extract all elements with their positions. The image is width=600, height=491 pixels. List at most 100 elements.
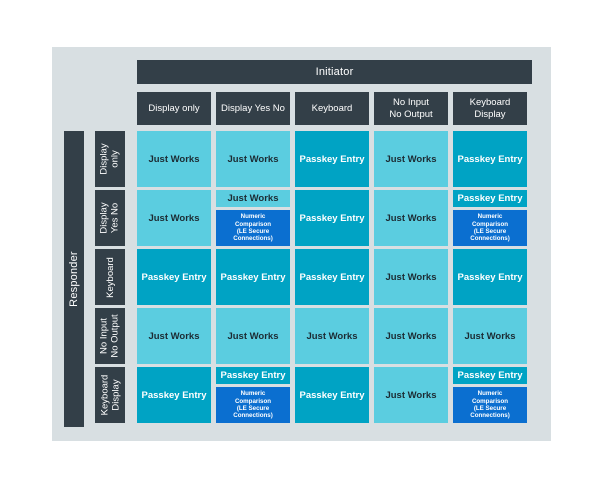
pairing-method-label: Just Works — [385, 271, 437, 283]
column-header-keyboard: Keyboard — [295, 92, 369, 125]
matrix-cell-display-only--keyboard-display: Passkey Entry — [453, 131, 527, 187]
pairing-method-label: Passkey Entry — [457, 153, 523, 165]
pairing-method-passkey-entry: Passkey Entry — [453, 367, 527, 384]
matrix-cell-display-only--keyboard: Passkey Entry — [295, 131, 369, 187]
pairing-method-passkey-entry: Passkey Entry — [295, 367, 369, 423]
pairing-method-passkey-entry: Passkey Entry — [453, 190, 527, 207]
column-header-display-yes-no: Display Yes No — [216, 92, 290, 125]
row-header-label: Keyboard — [104, 256, 116, 298]
pairing-method-label: Passkey Entry — [299, 271, 365, 283]
pairing-method-label: Passkey Entry — [299, 153, 365, 165]
pairing-method-just-works: Just Works — [374, 367, 448, 423]
matrix-cell-keyboard--keyboard-display: Passkey Entry — [453, 249, 527, 305]
pairing-method-just-works: Just Works — [295, 308, 369, 364]
pairing-method-just-works: Just Works — [137, 131, 211, 187]
matrix-cell-no-input-no-output--keyboard-display: Just Works — [453, 308, 527, 364]
matrix-cell-no-input-no-output--display-only: Just Works — [137, 308, 211, 364]
pairing-method-label: Just Works — [385, 212, 437, 224]
pairing-method-passkey-entry: Passkey Entry — [295, 190, 369, 246]
pairing-method-just-works: Just Works — [374, 131, 448, 187]
matrix-cell-no-input-no-output--no-input-no-output: Just Works — [374, 308, 448, 364]
matrix-cell-no-input-no-output--display-yes-no: Just Works — [216, 308, 290, 364]
pairing-method-label: Passkey Entry — [457, 370, 523, 381]
matrix-cell-keyboard-display--no-input-no-output: Just Works — [374, 367, 448, 423]
pairing-method-passkey-entry: Passkey Entry — [295, 249, 369, 305]
pairing-method-label: Just Works — [385, 330, 437, 342]
pairing-method-label: Just Works — [227, 330, 279, 342]
pairing-method-just-works: Just Works — [137, 308, 211, 364]
pairing-method-label: Just Works — [227, 153, 279, 165]
matrix-cell-keyboard-display--display-only: Passkey Entry — [137, 367, 211, 423]
row-header-keyboard: Keyboard — [95, 249, 125, 305]
column-header-label: Display only — [148, 102, 200, 114]
column-header-label: Display Yes No — [221, 102, 285, 114]
column-header-label: Keyboard — [311, 102, 353, 114]
pairing-method-just-works: Just Works — [216, 308, 290, 364]
pairing-method-passkey-entry: Passkey Entry — [295, 131, 369, 187]
pairing-method-label: Passkey Entry — [141, 271, 207, 283]
pairing-method-just-works: Just Works — [374, 249, 448, 305]
pairing-method-label: Passkey Entry — [299, 212, 365, 224]
pairing-method-label: Just Works — [385, 153, 437, 165]
pairing-method-just-works: Just Works — [216, 190, 290, 207]
pairing-method-label: Passkey Entry — [457, 193, 523, 204]
matrix-cell-no-input-no-output--keyboard: Just Works — [295, 308, 369, 364]
matrix-cell-display-yes-no--no-input-no-output: Just Works — [374, 190, 448, 246]
matrix-cell-keyboard--display-only: Passkey Entry — [137, 249, 211, 305]
column-header-display-only: Display only — [137, 92, 211, 125]
matrix-cell-display-only--display-yes-no: Just Works — [216, 131, 290, 187]
pairing-method-just-works: Just Works — [137, 190, 211, 246]
pairing-method-just-works: Just Works — [374, 190, 448, 246]
matrix-cell-display-only--no-input-no-output: Just Works — [374, 131, 448, 187]
matrix-cell-keyboard--display-yes-no: Passkey Entry — [216, 249, 290, 305]
pairing-method-label: Passkey Entry — [220, 370, 286, 381]
pairing-method-label: Just Works — [148, 153, 200, 165]
responder-banner: Responder — [64, 131, 84, 427]
matrix-cell-keyboard--no-input-no-output: Just Works — [374, 249, 448, 305]
initiator-banner-label: Initiator — [315, 66, 354, 78]
pairing-method-passkey-entry: Passkey Entry — [453, 131, 527, 187]
pairing-method-passkey-entry: Passkey Entry — [216, 249, 290, 305]
pairing-method-just-works: Just Works — [453, 308, 527, 364]
pairing-method-label: Just Works — [385, 389, 437, 401]
pairing-method-label: Passkey Entry — [220, 271, 286, 283]
pairing-method-label: Just Works — [148, 212, 200, 224]
pairing-method-label: Just Works — [148, 330, 200, 342]
pairing-method-label: Just Works — [464, 330, 516, 342]
pairing-method-label: Passkey Entry — [457, 271, 523, 283]
matrix-cell-display-yes-no--keyboard: Passkey Entry — [295, 190, 369, 246]
pairing-method-label: Just Works — [306, 330, 358, 342]
matrix-cell-display-yes-no--display-only: Just Works — [137, 190, 211, 246]
pairing-method-passkey-entry: Passkey Entry — [137, 249, 211, 305]
pairing-method-passkey-entry: Passkey Entry — [137, 367, 211, 423]
pairing-method-just-works: Just Works — [374, 308, 448, 364]
matrix-cell-display-only--display-only: Just Works — [137, 131, 211, 187]
initiator-banner: Initiator — [137, 60, 532, 84]
matrix-cell-keyboard-display--keyboard: Passkey Entry — [295, 367, 369, 423]
pairing-method-passkey-entry: Passkey Entry — [216, 367, 290, 384]
pairing-method-label: Passkey Entry — [141, 389, 207, 401]
pairing-method-passkey-entry: Passkey Entry — [453, 249, 527, 305]
